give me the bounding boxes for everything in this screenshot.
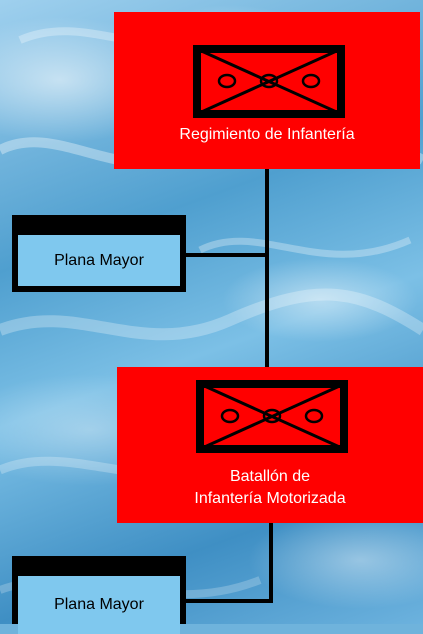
connector-staff-1 xyxy=(186,253,269,257)
battalion-label-line1: Batallón de xyxy=(229,468,311,485)
connector-staff-2 xyxy=(186,599,273,603)
staff-box-battalion[interactable]: Plana Mayor xyxy=(12,556,186,634)
regiment-label: Regimiento de Infantería xyxy=(179,126,355,143)
connector-battalion-vertical xyxy=(269,523,273,603)
regiment-unit[interactable]: Regimiento de Infantería xyxy=(114,12,420,169)
battalion-unit[interactable]: Batallón de Infantería Motorizada xyxy=(117,367,423,523)
staff-label-battalion: Plana Mayor xyxy=(18,576,180,634)
staff-box-regiment[interactable]: Plana Mayor xyxy=(12,215,186,292)
infantry-icon xyxy=(193,45,345,118)
battalion-label: Batallón de Infantería Motorizada xyxy=(117,466,423,510)
infantry-icon xyxy=(196,380,348,453)
battalion-label-line2: Infantería Motorizada xyxy=(194,490,346,507)
connector-regiment-vertical xyxy=(265,169,269,367)
staff-label-regiment: Plana Mayor xyxy=(18,235,180,286)
